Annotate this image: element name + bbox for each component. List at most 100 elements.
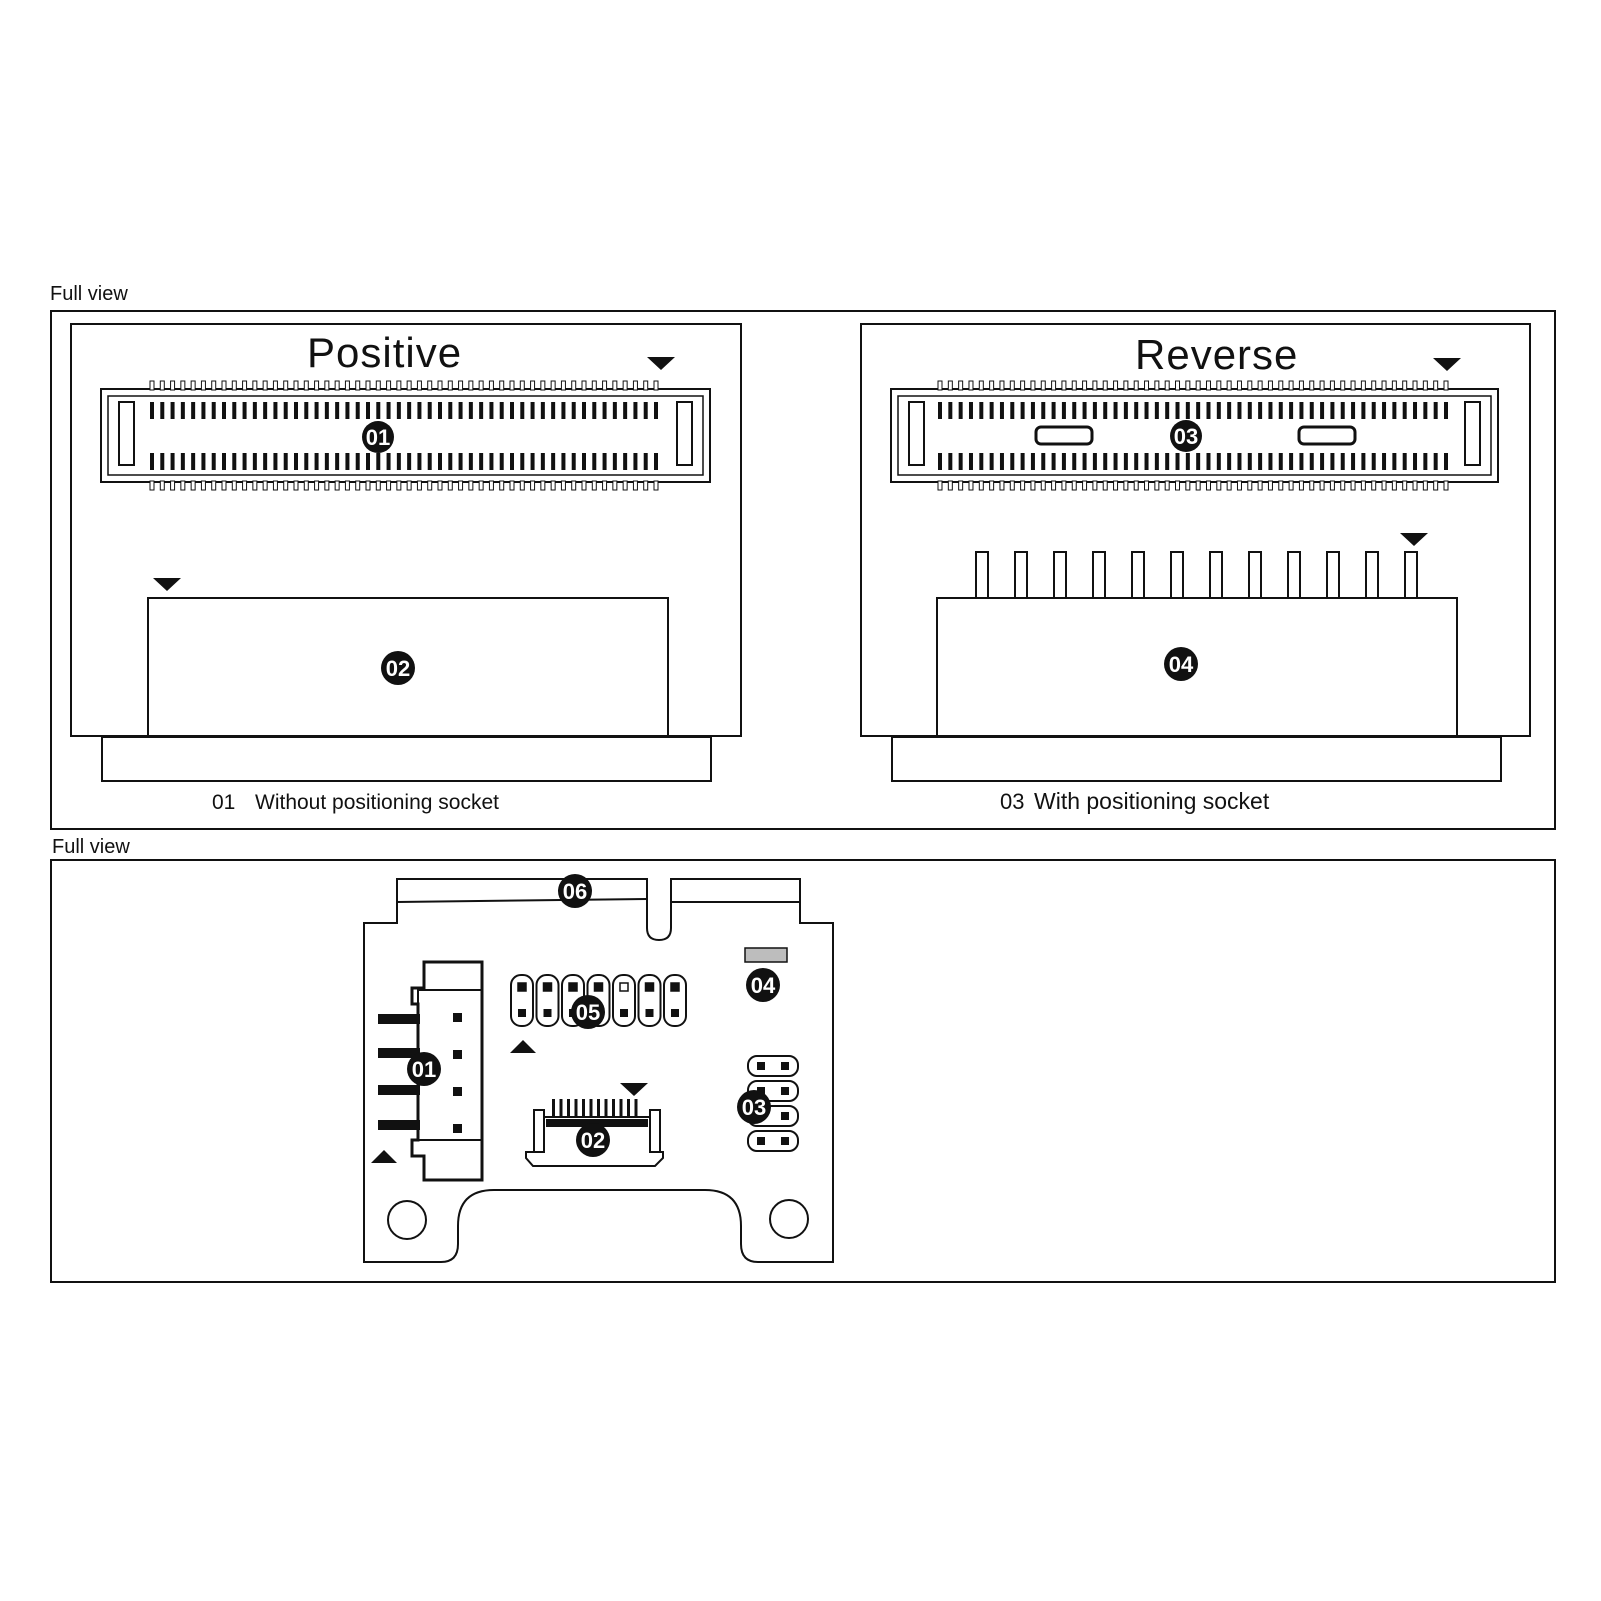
positive-socket-pin-bottom-outer (242, 480, 248, 491)
reverse-socket-pin-bottom-outer (1288, 480, 1294, 491)
positive-socket-pin-top (232, 402, 237, 419)
positive-socket-pin-bottom-outer (262, 480, 268, 491)
positive-socket-pin-bottom (355, 453, 360, 470)
positive-socket-pin-bottom-outer (170, 480, 176, 491)
reverse-header-pins (975, 551, 1418, 599)
pin-header-housing (637, 974, 662, 1027)
positive-socket-pin-bottom (211, 453, 216, 470)
reverse-socket-pin-top (979, 402, 984, 419)
positive-socket-pin-top (242, 402, 247, 419)
reverse-socket-pin-bottom (1433, 453, 1438, 470)
positive-socket-pin-top-outer (221, 380, 227, 391)
reverse-socket-pin-bottom-outer (1412, 480, 1418, 491)
positive-socket-pin-bottom (643, 453, 648, 470)
positive-socket-pin-bottom-outer (231, 480, 237, 491)
positive-socket-pin-bottom-outer (283, 480, 289, 491)
jumper-pin (757, 1137, 765, 1145)
positive-socket-pin-top-outer (190, 380, 196, 391)
positive-socket-pin-top (191, 402, 196, 419)
reverse-socket-pin-top (1258, 402, 1263, 419)
reverse-socket-pin-top-outer (1402, 380, 1408, 391)
positive-socket-pin-bottom-outer (396, 480, 402, 491)
reverse-socket-pin-bottom-outer (1071, 480, 1077, 491)
positive-socket-pin-bottom-outer (632, 480, 638, 491)
positive-socket-pin-bottom (571, 453, 576, 470)
positive-socket-pin-top-outer (653, 380, 659, 391)
positive-socket-pin-top-outer (612, 380, 618, 391)
reverse-socket-pin-bottom-outer (1278, 480, 1284, 491)
reverse-lower-orientation-triangle (1400, 533, 1428, 546)
positive-socket-pin-bottom-outer (252, 480, 258, 491)
positive-socket-pin-top (396, 402, 401, 419)
reverse-socket-pin-bottom (1330, 453, 1335, 470)
reverse-socket-pin-bottom (1216, 453, 1221, 470)
ffc-connector-callout-badge (576, 1123, 610, 1157)
positive-socket-pin-top-outer (406, 380, 412, 391)
positive-socket-pin-top (211, 402, 216, 419)
reverse-socket-pin-top (1320, 402, 1325, 419)
positive-socket-pin-bottom-outer (416, 480, 422, 491)
reverse-socket-pin-top (1010, 402, 1015, 419)
positive-socket-pin-bottom (530, 453, 535, 470)
reverse-socket-pin-top (1020, 402, 1025, 419)
positive-socket-pin-top-outer (180, 380, 186, 391)
reverse-socket-pin-bottom (1237, 453, 1242, 470)
positive-socket-pin-bottom (551, 453, 556, 470)
power-connector-callout-number: 01 (412, 1057, 436, 1082)
positive-socket-pin-bottom (561, 453, 566, 470)
led-callout-number: 04 (751, 973, 776, 998)
reverse-socket-pin-bottom (1289, 453, 1294, 470)
jumper-pin (781, 1087, 789, 1095)
positive-socket-pin-top-outer (427, 380, 433, 391)
reverse-socket-pin-bottom-outer (1040, 480, 1046, 491)
positive-socket-pin-top-outer (355, 380, 361, 391)
caption-right-number: 03 (1000, 789, 1024, 814)
positive-socket-pin-top (386, 402, 391, 419)
positive-socket-pin-top (458, 402, 463, 419)
reverse-socket-pin-top (1392, 402, 1397, 419)
positive-socket-callout-badge (362, 421, 394, 453)
reverse-socket-pin-bottom-outer (947, 480, 953, 491)
positive-socket-pin-top (427, 402, 432, 419)
positive-socket-pin-top (304, 402, 309, 419)
reverse-socket-pin-top-outer (1278, 380, 1284, 391)
reverse-socket-pin-top (968, 402, 973, 419)
adapter-board: 01 05 02 04 03 06 (363, 874, 834, 1263)
jumper-pin (781, 1062, 789, 1070)
reverse-socket-pin-bottom-outer (937, 480, 943, 491)
ffc-connector-pins (552, 1099, 638, 1117)
reverse-socket-pin-top-outer (1061, 380, 1067, 391)
reverse-socket-pin-bottom (979, 453, 984, 470)
reverse-socket-pin-bottom-outer (1267, 480, 1273, 491)
reverse-socket-pin-top (1237, 402, 1242, 419)
reverse-socket-pin-bottom-outer (1133, 480, 1139, 491)
pin-header-pin (517, 982, 527, 992)
positive-socket-pin-top-outer (530, 380, 536, 391)
reverse-socket-pin-bottom-outer (968, 480, 974, 491)
positive-socket-pin-bottom-outer (643, 480, 649, 491)
reverse-socket-pin-top-outer (1350, 380, 1356, 391)
positive-socket-pin-top-outer (303, 380, 309, 391)
positive-socket-pin-bottom (304, 453, 309, 470)
reverse-socket-pin-bottom-outer (1195, 480, 1201, 491)
reverse-header-pin (1404, 551, 1418, 599)
positive-socket-pin-bottom-outer (211, 480, 217, 491)
positive-socket-pin-top-outer (159, 380, 165, 391)
reverse-socket-pin-top-outer (1329, 380, 1335, 391)
positive-socket-pin-bottom-outer (468, 480, 474, 491)
caption-left-text: Without positioning socket (255, 791, 499, 814)
ffc-pin (627, 1099, 630, 1117)
reverse-socket-pin-top (1309, 402, 1314, 419)
reverse-socket-pin-bottom-outer (1164, 480, 1170, 491)
ffc-pin (634, 1099, 638, 1117)
led-callout-badge (746, 968, 780, 1002)
positive-socket-pin-bottom (612, 453, 617, 470)
reverse-socket-pin-top-outer (1433, 380, 1439, 391)
reverse-panel: Reverse 03 04 (860, 323, 1531, 782)
reverse-socket-pin-bottom (1196, 453, 1201, 470)
reverse-header-pin (1287, 551, 1301, 599)
reverse-socket-pin-bottom-outer (1082, 480, 1088, 491)
positive-socket-pin-bottom (314, 453, 319, 470)
positive-socket-pin-top (263, 402, 268, 419)
